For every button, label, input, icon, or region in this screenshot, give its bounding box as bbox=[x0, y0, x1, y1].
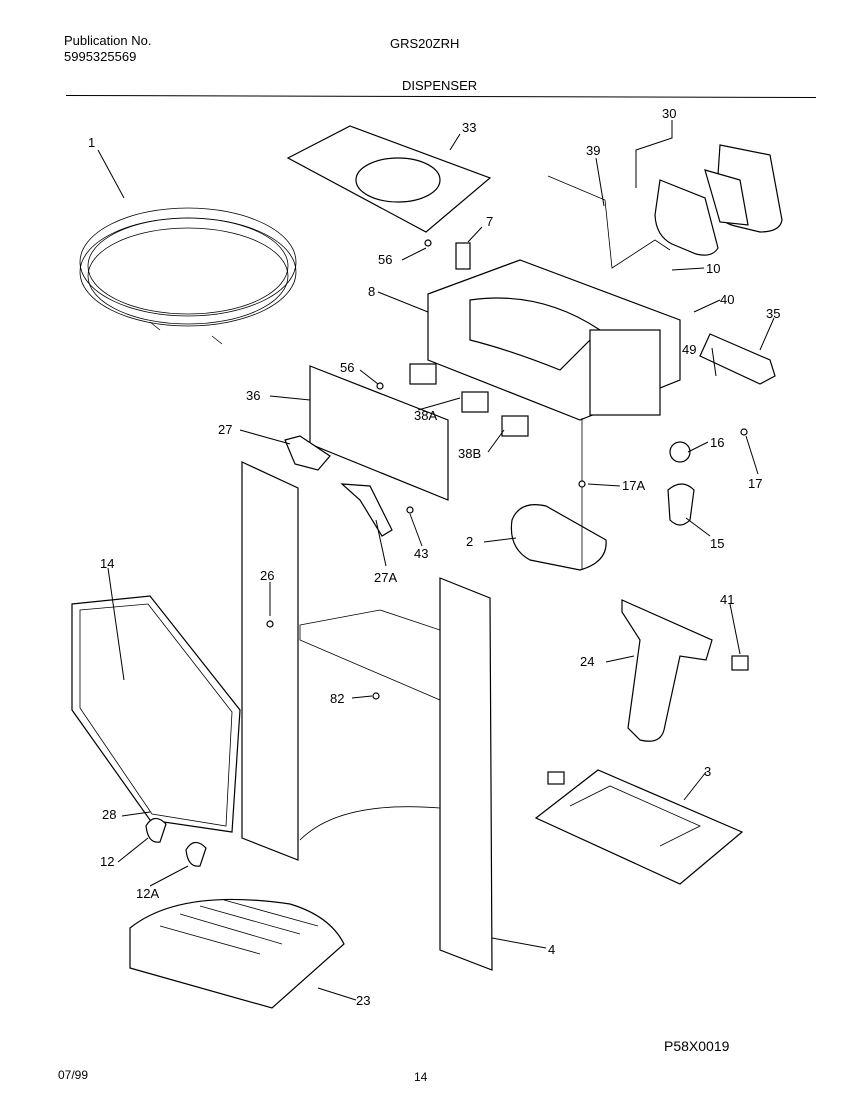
part-35-solenoid bbox=[699, 333, 776, 385]
callout-8: 8 bbox=[368, 284, 375, 299]
callout-16: 16 bbox=[710, 435, 724, 450]
part-30-flap bbox=[654, 144, 783, 256]
callout-36: 36 bbox=[246, 388, 260, 403]
part-82-screw bbox=[372, 692, 380, 700]
callout-1: 1 bbox=[88, 135, 95, 150]
publication-label: Publication No. bbox=[64, 33, 152, 48]
callout-41: 41 bbox=[720, 592, 734, 607]
part-2-ring bbox=[510, 504, 607, 571]
callout-10: 10 bbox=[706, 261, 720, 276]
callout-23: 23 bbox=[356, 993, 370, 1008]
part-56-screw-top bbox=[424, 239, 432, 247]
callout-56: 56 bbox=[378, 252, 392, 267]
callout-15: 15 bbox=[710, 536, 724, 551]
callout-27A: 27A bbox=[374, 570, 397, 585]
callout-7: 7 bbox=[486, 214, 493, 229]
part-27A-lever bbox=[340, 483, 393, 537]
callout-28: 28 bbox=[102, 807, 116, 822]
part-23-drip-tray bbox=[129, 898, 345, 1009]
callout-40: 40 bbox=[720, 292, 734, 307]
part-39-wire bbox=[547, 175, 671, 269]
callout-14: 14 bbox=[100, 556, 114, 571]
callout-3: 3 bbox=[704, 764, 711, 779]
callout-33: 33 bbox=[462, 120, 476, 135]
callout-49: 49 bbox=[682, 342, 696, 357]
footer-date: 07/99 bbox=[58, 1068, 89, 1082]
part-41-spring bbox=[731, 655, 749, 671]
publication-number: 5995325569 bbox=[64, 49, 137, 64]
part-43-screw bbox=[406, 506, 414, 514]
left-side-panel bbox=[241, 461, 299, 861]
part-38A-switch-2 bbox=[461, 391, 489, 413]
part-17A-screw bbox=[578, 480, 586, 488]
part-4-right-column bbox=[439, 577, 493, 971]
part-15-nozzle bbox=[667, 483, 695, 526]
part-38B-switch bbox=[501, 415, 529, 437]
part-27-bracket bbox=[284, 435, 331, 471]
inner-frame bbox=[299, 609, 441, 701]
callout-labels: 1 33 30 39 7 56 10 8 40 35 49 56 36 38A … bbox=[88, 106, 780, 1008]
part-12A-clip bbox=[185, 841, 207, 867]
leader-lines bbox=[97, 120, 775, 1001]
callout-38A: 38A bbox=[414, 408, 437, 423]
part-14-glass-panel bbox=[71, 595, 241, 833]
callout-38B: 38B bbox=[458, 446, 481, 461]
model-number: GRS20ZRH bbox=[390, 36, 460, 51]
callout-2: 2 bbox=[466, 534, 473, 549]
callout-43: 43 bbox=[414, 546, 428, 561]
section-title: DISPENSER bbox=[402, 78, 478, 93]
part-17-screw bbox=[740, 428, 748, 436]
part-3-heater-plate bbox=[534, 769, 744, 885]
callout-27: 27 bbox=[218, 422, 232, 437]
part-38A-switch bbox=[409, 363, 437, 385]
callout-24: 24 bbox=[580, 654, 594, 669]
part-56-screw-mid bbox=[376, 382, 384, 390]
part-26-screw bbox=[266, 620, 274, 628]
callout-82: 82 bbox=[330, 691, 344, 706]
callout-17: 17 bbox=[748, 476, 762, 491]
callout-35: 35 bbox=[766, 306, 780, 321]
page-number: 14 bbox=[414, 1070, 428, 1084]
callout-30: 30 bbox=[662, 106, 676, 121]
part-16-fitting bbox=[669, 441, 691, 463]
part-8-chute-housing bbox=[427, 259, 681, 421]
callout-12A: 12A bbox=[136, 886, 159, 901]
drawing-code: P58X0019 bbox=[664, 1038, 730, 1054]
part-36-panel bbox=[309, 365, 449, 501]
callout-26: 26 bbox=[260, 568, 274, 583]
callout-4: 4 bbox=[548, 942, 555, 957]
callout-56-second: 56 bbox=[340, 360, 354, 375]
part-24-paddle bbox=[621, 599, 713, 742]
callout-12: 12 bbox=[100, 854, 114, 869]
part-33-top-plate bbox=[286, 125, 492, 233]
callout-39: 39 bbox=[586, 143, 600, 158]
callout-17A: 17A bbox=[622, 478, 645, 493]
part-7-clip bbox=[455, 242, 471, 270]
part-1-tubing-coil bbox=[79, 207, 297, 345]
part-12-clip bbox=[145, 817, 167, 843]
